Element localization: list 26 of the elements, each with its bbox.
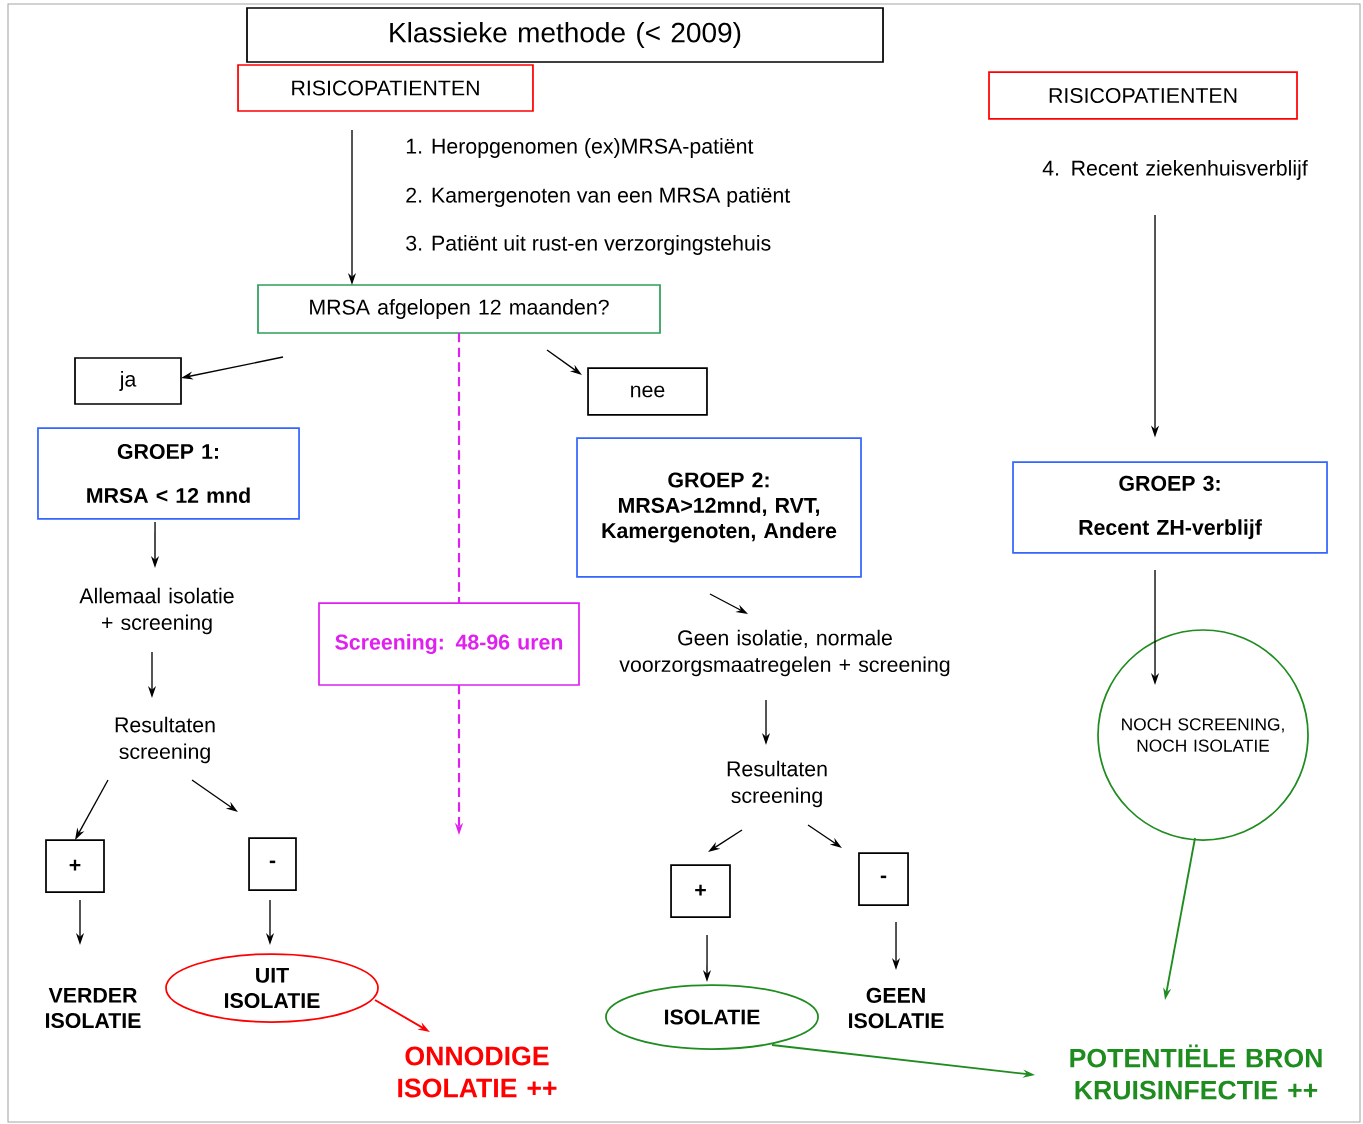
step-text: Geen isolatie, normale voorzorgsmaatregelen + screening xyxy=(619,629,950,677)
outcome-text: VERDER ISOLATIE xyxy=(46,987,141,1029)
result-box: - xyxy=(858,852,909,906)
list-item: 3. Patiënt uit rust-en verzorgingstehuis xyxy=(406,235,771,255)
list-item: 1. Heropgenomen (ex)MRSA-patiënt xyxy=(406,138,754,158)
step-text: Resultaten screening xyxy=(727,760,827,808)
conclusion-text: POTENTIËLE BRON KRUISINFECTIE ++ xyxy=(1070,1044,1322,1100)
result-box: + xyxy=(45,839,105,893)
result-box: - xyxy=(248,837,297,891)
group-box: RISICOPATIENTEN xyxy=(237,64,534,112)
criterion-text: 4. Recent ziekenhuisverblijf xyxy=(1042,160,1308,180)
group-box: RISICOPATIENTEN xyxy=(988,71,1298,120)
screening-box: Screening: 48-96 uren xyxy=(318,602,580,686)
answer-box: nee xyxy=(587,367,708,416)
result-box: + xyxy=(670,864,731,918)
group-box: GROEP 2: MRSA>12mnd, RVT, Kamergenoten, Andere xyxy=(576,437,862,578)
group-box: GROEP 1: MRSA < 12 mnd xyxy=(37,427,300,520)
step-text: Allemaal isolatie + screening xyxy=(79,587,234,635)
step-text: Resultaten screening xyxy=(115,716,215,764)
question-box: MRSA afgelopen 12 maanden? xyxy=(257,284,661,334)
answer-box: ja xyxy=(74,357,182,405)
group-box: GROEP 3: Recent ZH-verblijf xyxy=(1012,461,1328,554)
conclusion-text: ONNODIGE ISOLATIE ++ xyxy=(398,1046,557,1098)
title-box: Klassieke methode (< 2009) xyxy=(246,7,884,63)
list-item: 2. Kamergenoten van een MRSA patiënt xyxy=(406,187,791,207)
outcome-text: GEEN ISOLATIE xyxy=(849,987,944,1029)
